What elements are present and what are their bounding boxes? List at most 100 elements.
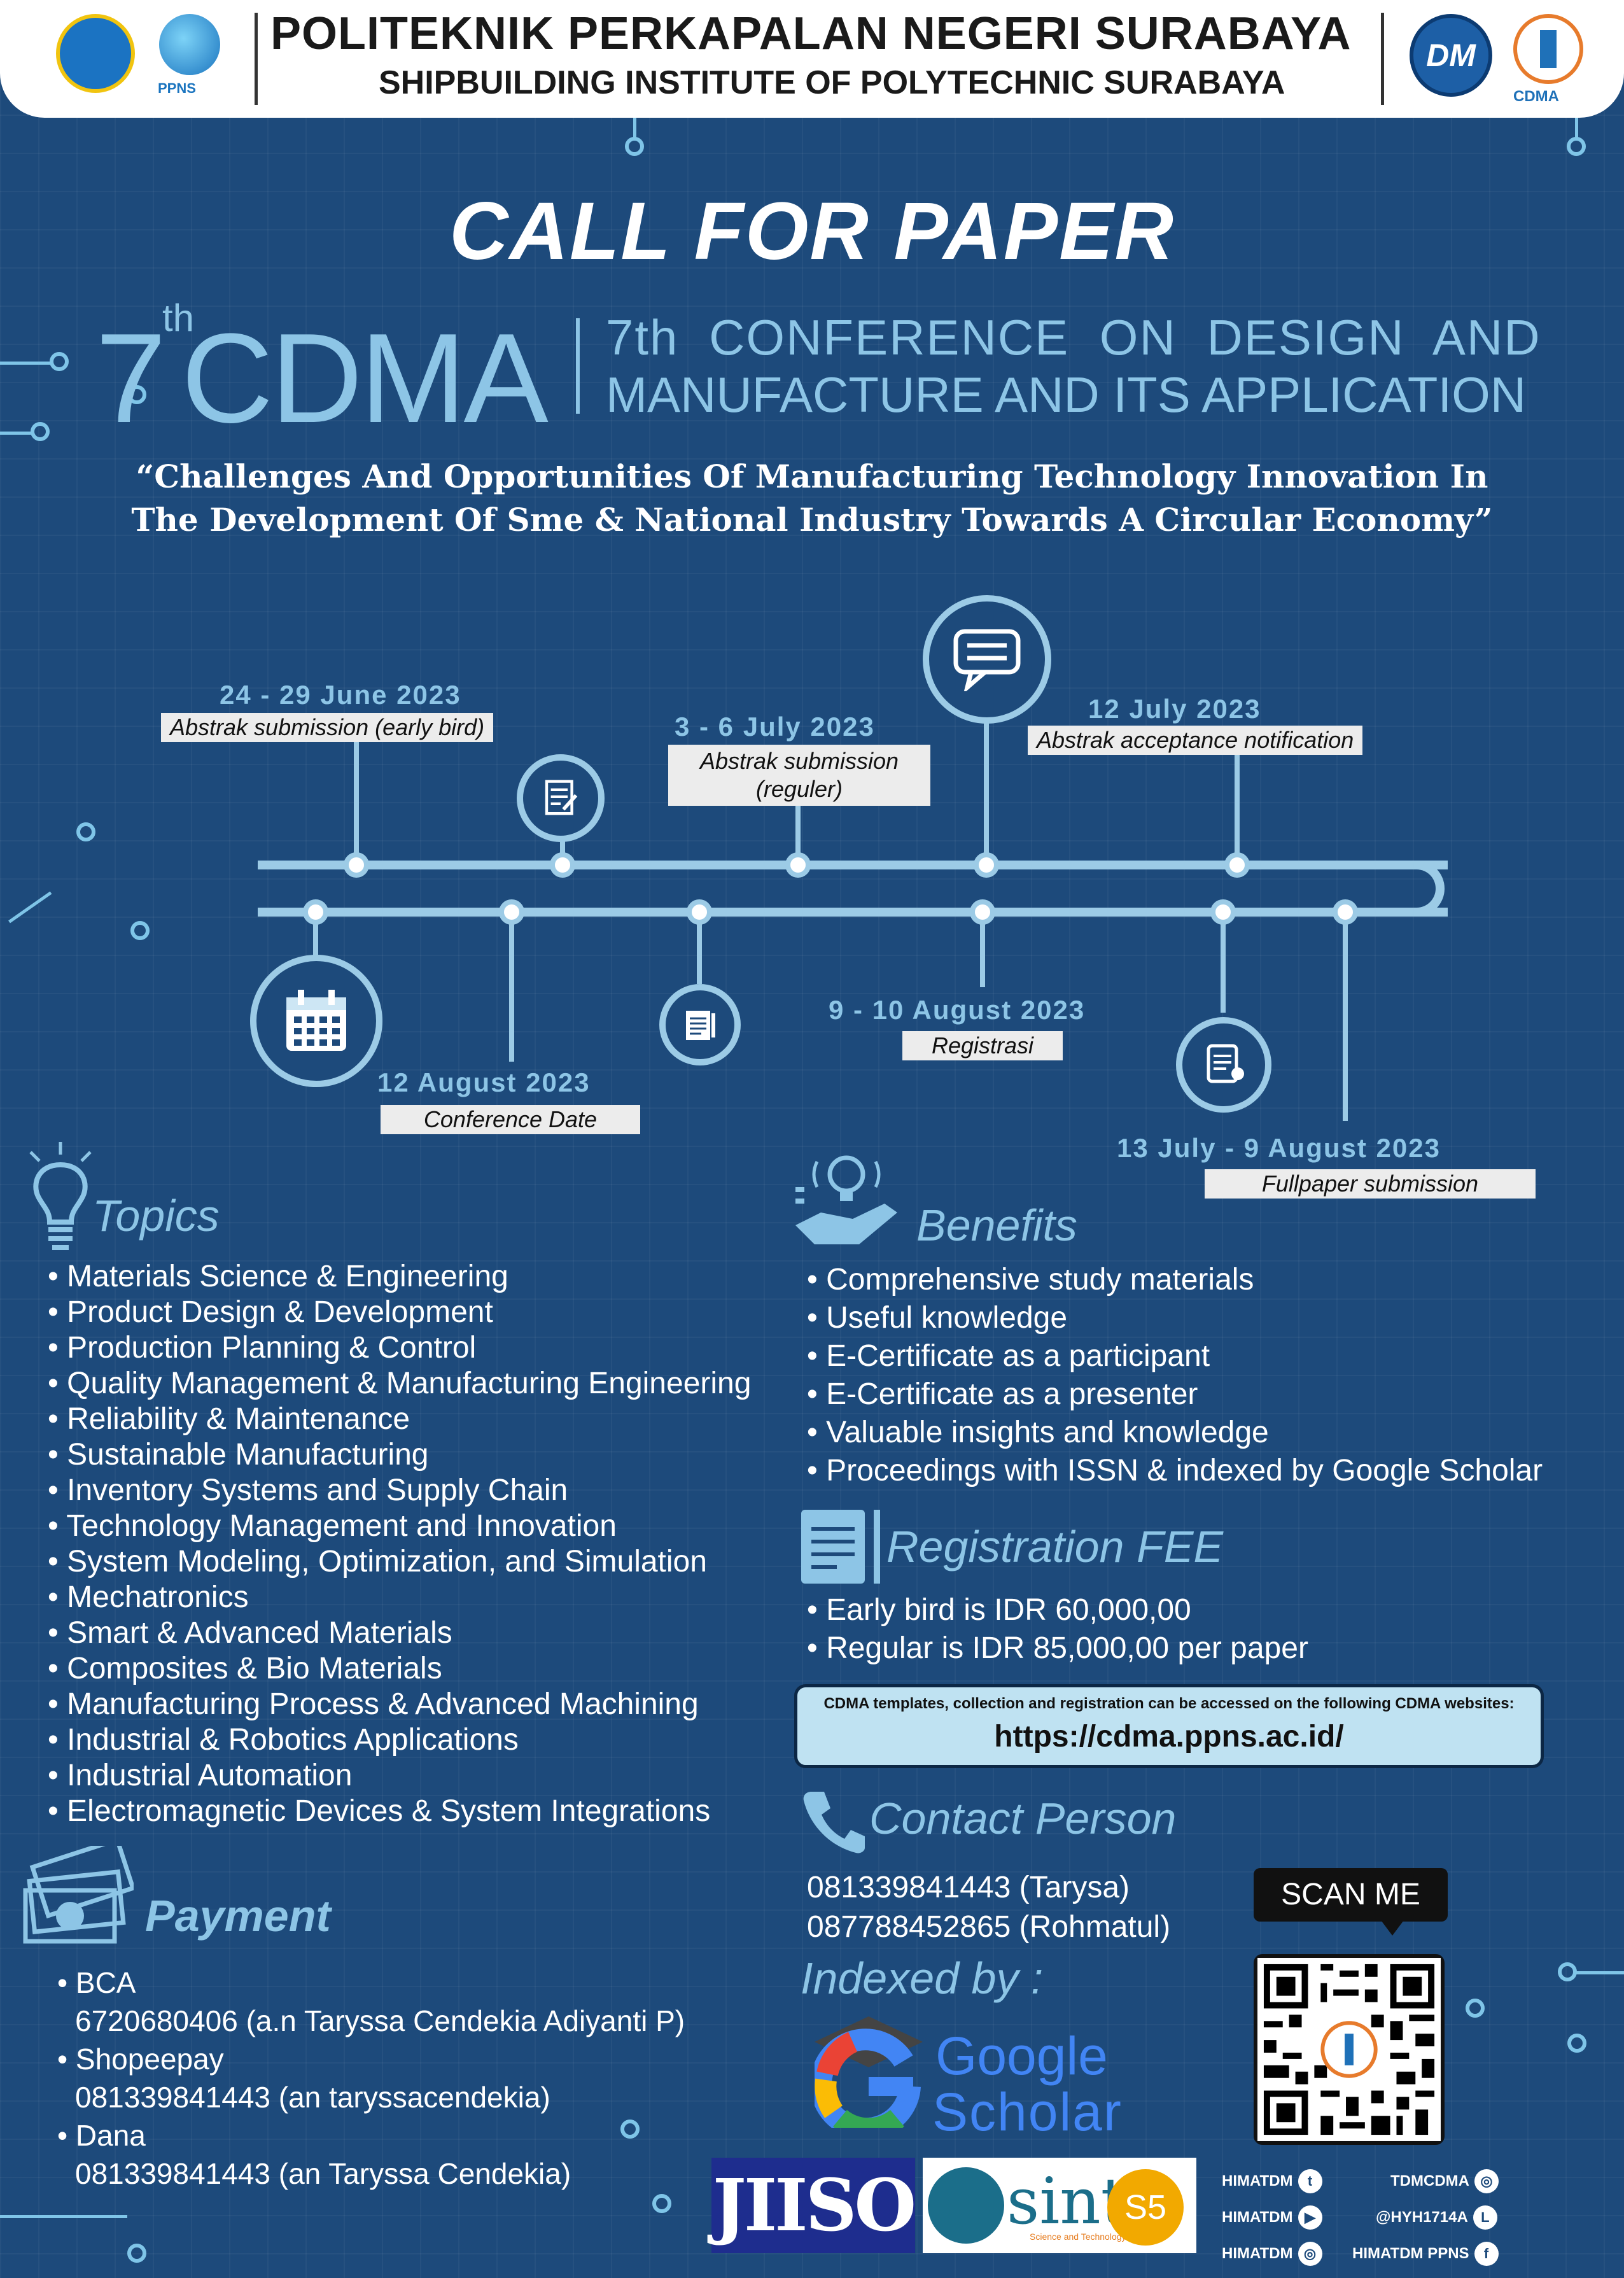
circuit-node bbox=[1567, 137, 1586, 156]
payment-detail-3: 081339841443 (an Taryssa Cendekia) bbox=[75, 2157, 571, 2190]
kemendikbud-logo bbox=[56, 14, 135, 93]
institution-subtitle: SHIPBUILDING INSTITUTE OF POLYTECHNIC SU… bbox=[379, 64, 1285, 101]
circuit-line bbox=[8, 891, 52, 924]
timeline-track-upper bbox=[258, 861, 1448, 869]
topic-item: Mechatronics bbox=[48, 1580, 751, 1615]
payment-bank-1: • BCA bbox=[57, 1966, 136, 1999]
timeline-label-2: Abstrak submission (reguler) bbox=[668, 745, 930, 806]
timeline-label-2-line1: Abstrak submission bbox=[699, 748, 899, 774]
timeline-stem bbox=[984, 719, 989, 864]
sinta-rank: S5 bbox=[1124, 2188, 1167, 2226]
circuit-line bbox=[0, 2215, 127, 2218]
line-icon: L bbox=[1473, 2205, 1497, 2230]
website-link[interactable]: https://cdma.ppns.ac.id/ bbox=[994, 1720, 1344, 1754]
payment-bank-1-name: BCA bbox=[75, 1966, 136, 1999]
google-wordmark: Google bbox=[935, 2026, 1108, 2086]
event-name-line1: 7th CONFERENCE ON DESIGN AND bbox=[606, 309, 1541, 365]
social-instagram-cdma-handle: TDMCDMA bbox=[1390, 2172, 1469, 2190]
social-line[interactable]: @HYH1714A L bbox=[1376, 2205, 1497, 2230]
google-scholar-logo bbox=[810, 2016, 923, 2140]
qr-code[interactable] bbox=[1254, 1954, 1445, 2145]
cdma-logo-label: CDMA bbox=[1513, 88, 1559, 105]
timeline-label-6: Fullpaper submission bbox=[1205, 1169, 1536, 1199]
timeline-date-2: 3 - 6 July 2023 bbox=[675, 712, 875, 742]
payment-bank-3: • Dana bbox=[57, 2119, 146, 2152]
phone-icon bbox=[799, 1785, 869, 1859]
payment-bank-2: • Shopeepay bbox=[57, 2042, 224, 2076]
header-banner: PPNS POLITEKNIK PERKAPALAN NEGERI SURABA… bbox=[0, 0, 1624, 118]
timeline-dot bbox=[1333, 899, 1358, 925]
sinta-emblem bbox=[928, 2167, 1004, 2244]
topic-item: Production Planning & Control bbox=[48, 1330, 751, 1366]
circuit-line bbox=[0, 362, 51, 365]
social-instagram-cdma[interactable]: TDMCDMA ◎ bbox=[1390, 2169, 1499, 2193]
social-youtube[interactable]: HIMATDM▶ bbox=[1222, 2205, 1322, 2230]
circuit-node bbox=[1466, 1999, 1485, 2018]
instagram-icon: ◎ bbox=[1474, 2169, 1499, 2193]
circuit-line bbox=[633, 118, 636, 140]
timeline-dot bbox=[1210, 899, 1236, 925]
timeline-track-lower bbox=[258, 908, 1448, 917]
benefit-item: Valuable insights and knowledge bbox=[807, 1414, 1543, 1452]
social-twitter-handle: HIMATDM bbox=[1222, 2172, 1293, 2190]
payment-heading: Payment bbox=[145, 1891, 331, 1941]
circuit-node bbox=[127, 385, 146, 404]
circuit-node bbox=[76, 822, 95, 841]
topic-item: Technology Management and Innovation bbox=[48, 1508, 751, 1544]
social-instagram-himatdm[interactable]: HIMATDM◎ bbox=[1222, 2242, 1322, 2266]
social-line-handle: @HYH1714A bbox=[1376, 2209, 1468, 2226]
circuit-line bbox=[1575, 118, 1578, 140]
timeline-stem bbox=[980, 914, 985, 987]
scan-me-label: SCAN ME bbox=[1254, 1868, 1448, 1922]
ppns-logo bbox=[159, 14, 220, 75]
benefits-list: Comprehensive study materialsUseful know… bbox=[807, 1261, 1543, 1490]
edition-number: 7 bbox=[95, 307, 167, 449]
contact-phone-2: 087788452865 (Rohmatul) bbox=[807, 1910, 1171, 1944]
timeline-dot bbox=[499, 899, 524, 925]
circuit-node bbox=[625, 137, 644, 156]
lightbulb-icon bbox=[19, 1139, 102, 1257]
timeline-dot bbox=[970, 899, 995, 925]
timeline-dot bbox=[974, 852, 999, 878]
benefit-item: E-Certificate as a participant bbox=[807, 1337, 1543, 1375]
header-divider-right bbox=[1381, 13, 1384, 105]
circuit-node bbox=[620, 2120, 640, 2139]
social-facebook-handle: HIMATDM PPNS bbox=[1352, 2245, 1469, 2262]
payment-bank-2-name: Shopeepay bbox=[75, 2042, 224, 2076]
timeline-stem bbox=[697, 914, 702, 984]
timeline-dot bbox=[344, 852, 369, 878]
title-divider bbox=[576, 318, 580, 414]
circuit-node bbox=[127, 2244, 146, 2263]
circuit-node bbox=[1558, 1962, 1577, 1981]
topic-item: System Modeling, Optimization, and Simul… bbox=[48, 1544, 751, 1580]
circuit-node bbox=[50, 352, 69, 371]
contact-list: 081339841443 (Tarysa) 087788452865 (Rohm… bbox=[807, 1868, 1170, 1947]
social-facebook[interactable]: HIMATDM PPNS f bbox=[1352, 2242, 1499, 2266]
document-edit-icon bbox=[517, 754, 605, 842]
instagram-icon: ◎ bbox=[1298, 2242, 1322, 2266]
timeline-stem bbox=[313, 914, 318, 955]
facebook-icon: f bbox=[1474, 2242, 1499, 2266]
timeline-stem bbox=[1235, 754, 1240, 864]
indexed-heading: Indexed by : bbox=[801, 1953, 1044, 2003]
contact-heading: Contact Person bbox=[869, 1794, 1177, 1843]
circuit-node bbox=[31, 422, 50, 441]
cdma-logo bbox=[1513, 14, 1583, 84]
fee-heading: Registration FEE bbox=[886, 1522, 1224, 1571]
sinta-logo: sinta Science and Technology Index S5 bbox=[923, 2158, 1196, 2253]
event-name-line2: MANUFACTURE AND ITS APPLICATION bbox=[606, 367, 1527, 423]
social-youtube-handle: HIMATDM bbox=[1222, 2209, 1293, 2226]
benefit-item: E-Certificate as a presenter bbox=[807, 1375, 1543, 1414]
timeline-date-5: 12 August 2023 bbox=[377, 1067, 591, 1097]
circuit-line bbox=[0, 432, 32, 435]
benefit-item: Comprehensive study materials bbox=[807, 1261, 1543, 1299]
payment-bank-3-name: Dana bbox=[75, 2119, 146, 2152]
call-for-paper-title: CALL FOR PAPER bbox=[449, 186, 1175, 277]
timeline-label-5: Conference Date bbox=[381, 1105, 640, 1134]
notepad-icon bbox=[659, 984, 741, 1065]
topic-item: Inventory Systems and Supply Chain bbox=[48, 1473, 751, 1508]
theme-line1: “Challenges And Opportunities Of Manufac… bbox=[136, 458, 1488, 495]
idea-hand-icon bbox=[789, 1149, 904, 1260]
circuit-line bbox=[1575, 1971, 1624, 1974]
